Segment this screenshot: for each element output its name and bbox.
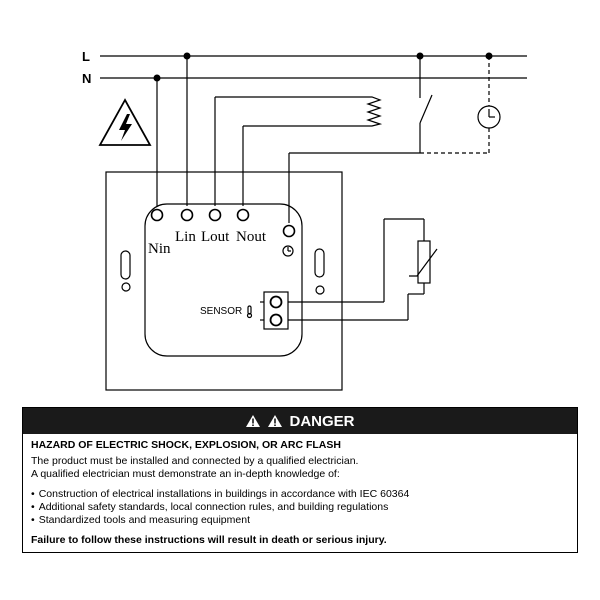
terminal-nin bbox=[150, 208, 164, 222]
label-sensor: SENSOR bbox=[200, 306, 242, 317]
danger-footer: Failure to follow these instructions wil… bbox=[31, 534, 387, 546]
list-item: •Additional safety standards, local conn… bbox=[31, 501, 389, 513]
terminal-lin bbox=[180, 208, 194, 222]
thermistor-symbol bbox=[417, 240, 431, 284]
terminal-clock bbox=[282, 224, 296, 238]
label-neutral: N bbox=[82, 71, 91, 86]
danger-header: DANGER bbox=[23, 408, 577, 434]
danger-title: DANGER bbox=[289, 412, 355, 430]
label-lin: Lin bbox=[175, 229, 196, 245]
danger-notice: DANGER HAZARD OF ELECTRIC SHOCK, EXPLOSI… bbox=[22, 407, 578, 553]
sensor-probe-icon bbox=[246, 305, 253, 319]
intro-line: The product must be installed and connec… bbox=[31, 455, 359, 467]
label-nout: Nout bbox=[236, 229, 267, 245]
terminal-nout bbox=[236, 208, 250, 222]
terminal-lout bbox=[208, 208, 222, 222]
list-item: •Standardized tools and measuring equipm… bbox=[31, 514, 250, 526]
hazard-heading: HAZARD OF ELECTRIC SHOCK, EXPLOSION, OR … bbox=[31, 439, 341, 451]
wiring-diagram: L N Nin Lin Lout Nout SENSOR bbox=[82, 49, 527, 391]
sensor-connector bbox=[263, 291, 289, 330]
warning-triangle-icon bbox=[268, 415, 283, 427]
warning-triangle-icon bbox=[246, 415, 261, 427]
label-live: L bbox=[82, 49, 90, 64]
module-body bbox=[144, 203, 303, 357]
hazard-voltage-icon bbox=[98, 98, 152, 146]
clock-icon bbox=[477, 105, 501, 129]
resistor-heater-symbol bbox=[362, 96, 383, 127]
module-plate bbox=[105, 171, 343, 391]
label-nin: Nin bbox=[148, 241, 171, 257]
list-item: •Construction of electrical installation… bbox=[31, 488, 410, 500]
intro-line: A qualified electrician must demonstrate… bbox=[31, 468, 340, 480]
label-lout: Lout bbox=[201, 229, 230, 245]
switch-symbol bbox=[419, 94, 433, 124]
